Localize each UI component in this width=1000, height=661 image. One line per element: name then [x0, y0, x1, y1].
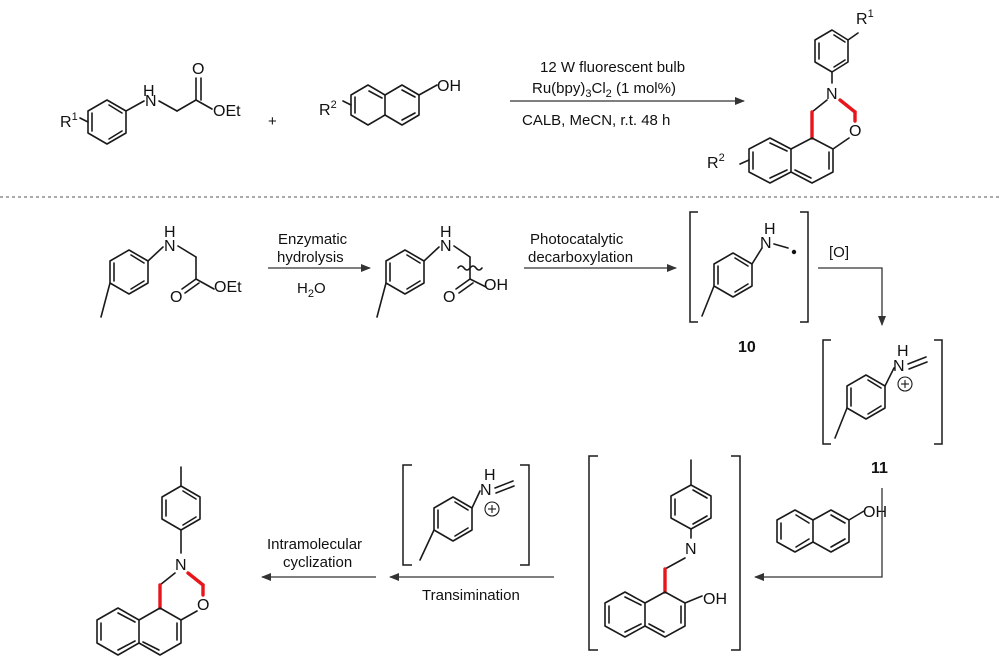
compound-label-10: 10 — [738, 339, 756, 356]
step-label: Intramolecular — [267, 536, 362, 553]
reactant-2-naphthol: OH R2 — [319, 78, 461, 126]
step-nucleophilic-addition — [754, 488, 883, 581]
atom-o: O — [170, 289, 182, 306]
atom-n: N — [480, 482, 492, 499]
step-enzymatic-hydrolysis: Enzymatic hydrolysis H2O — [268, 231, 371, 300]
atom-h: H — [164, 224, 176, 241]
reactant-aniline-glycinate: H N O OEt R1 — [60, 61, 241, 145]
step-oxidation: [O] — [818, 244, 886, 326]
condition-light: 12 W fluorescent bulb — [540, 59, 685, 76]
step-label: [O] — [829, 244, 849, 261]
mechanism-acid-intermediate: H N O OH — [376, 224, 508, 318]
step-intramolecular-cyclization: Intramolecular cyclization — [261, 536, 376, 581]
atom-h: H — [764, 221, 776, 238]
atom-n: N — [175, 557, 187, 574]
atom-o: O — [443, 289, 455, 306]
plus-sign: + — [268, 113, 277, 130]
iminium-intermediate: H N 11 — [822, 339, 943, 477]
atom-oh: OH — [863, 504, 887, 521]
atom-o: O — [849, 123, 861, 140]
atom-oh: OH — [437, 78, 461, 95]
positive-charge-icon — [897, 376, 913, 392]
substituent-r1: R1 — [60, 111, 78, 131]
atom-oet: OEt — [214, 279, 242, 296]
atom-h: H — [143, 83, 155, 100]
atom-oet: OEt — [213, 103, 241, 120]
final-product-naphthoxazine: N O — [96, 466, 209, 656]
compound-label-11: 11 — [871, 460, 888, 477]
atom-n: N — [685, 541, 697, 558]
mechanism-substrate-ester: H N O OEt — [100, 224, 242, 318]
step-label: Photocatalytic — [530, 231, 624, 248]
atom-n: N — [440, 238, 452, 255]
atom-h: H — [897, 343, 909, 360]
atom-oh: OH — [703, 591, 727, 608]
atom-h: H — [484, 467, 496, 484]
atom-n: N — [893, 358, 905, 375]
step-label: decarboxylation — [528, 249, 633, 266]
step-transimination: Transimination — [389, 573, 554, 604]
positive-charge-icon — [484, 501, 500, 517]
condition-enzyme-solvent: CALB, MeCN, r.t. 48 h — [522, 112, 670, 129]
substituent-r2: R2 — [707, 152, 725, 172]
atom-o: O — [192, 61, 204, 78]
condition-catalyst: Ru(bpy)3Cl2 (1 mol%) — [532, 80, 676, 100]
atom-n: N — [164, 238, 176, 255]
released-iminium: H N — [402, 464, 530, 566]
substituent-r2: R2 — [319, 99, 337, 119]
second-naphthol: OH — [776, 504, 887, 553]
atom-oh: OH — [484, 277, 508, 294]
radical-dot — [791, 249, 797, 255]
atom-o: O — [197, 597, 209, 614]
atom-n: N — [760, 235, 772, 252]
radical-intermediate: H N 10 — [689, 211, 809, 356]
step-label: Enzymatic — [278, 231, 348, 248]
step-label: hydrolysis — [277, 249, 344, 266]
mannich-adduct: N OH — [588, 455, 741, 651]
step-label: cyclization — [283, 554, 352, 571]
step-photocatalytic-decarboxylation: Photocatalytic decarboxylation — [524, 231, 677, 272]
reagent-water: H2O — [297, 280, 326, 300]
atom-n: N — [145, 93, 157, 110]
substituent-r1: R1 — [856, 8, 874, 28]
atom-n: N — [826, 86, 838, 103]
product-naphthoxazine-top: R1 N O R2 — [707, 8, 874, 184]
step-label: Transimination — [422, 587, 520, 604]
top-reaction-arrow: 12 W fluorescent bulb Ru(bpy)3Cl2 (1 mol… — [510, 59, 745, 129]
atom-h: H — [440, 224, 452, 241]
